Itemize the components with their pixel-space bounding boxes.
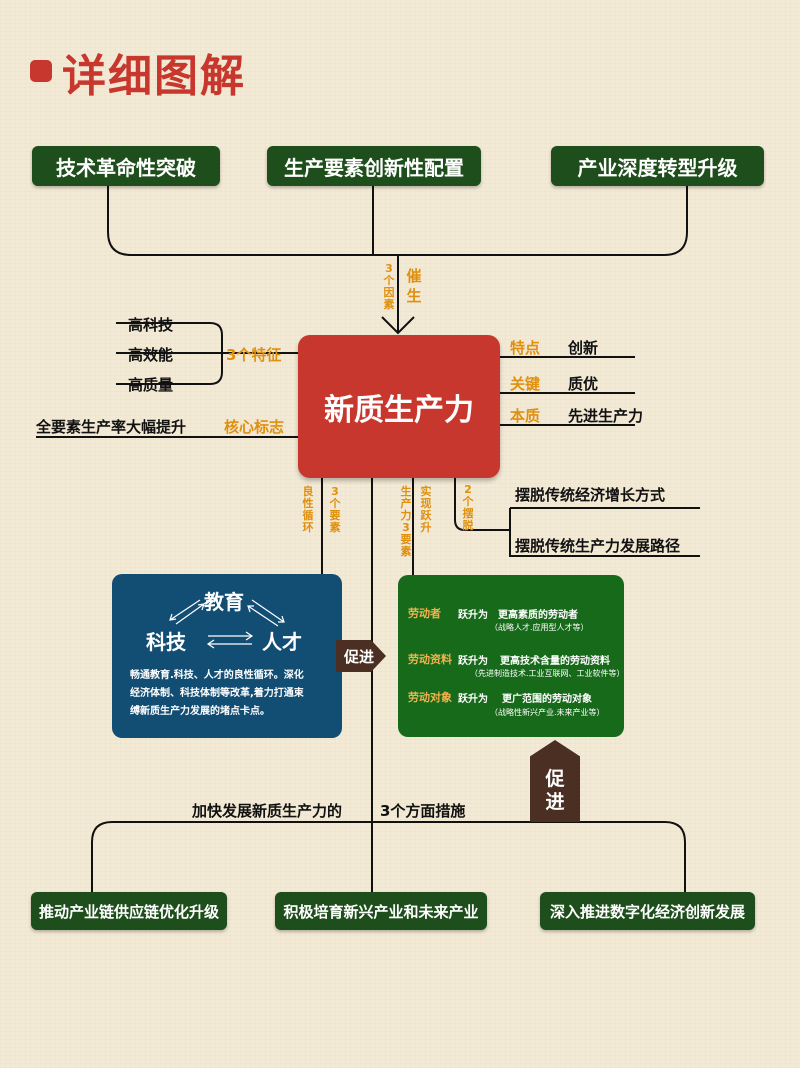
edu-tech-talent-panel: 教育 科技 人才 畅通教育.科技、人才的良性循环。深化 经济体制、科技体制等改革… — [112, 574, 342, 738]
measure-box-supply-chain: 推动产业链供应链优化升级 — [31, 892, 227, 930]
row-note-means: （先进制造技术.工业互联网、工业软件等） — [470, 669, 625, 678]
core-marker-value: 全要素生产率大幅提升 — [36, 418, 187, 436]
row-note-objects: （战略性新兴产业.未来产业等） — [490, 708, 605, 717]
promote-up-label: 促进 — [545, 768, 565, 813]
breakaway-label: 2个摆脱 — [462, 483, 474, 532]
cycle-arrows — [169, 599, 285, 649]
attr-value-innovation: 创新 — [568, 339, 599, 357]
attr-key-feature: 特点 — [510, 339, 541, 357]
row-target-means: 更高技术含量的劳动资料 — [500, 656, 610, 667]
center-node: 新质生产力 — [298, 335, 500, 478]
row-target-laborer: 更高素质的劳动者 — [498, 610, 578, 621]
attr-key-key: 关键 — [510, 375, 541, 393]
measures-heading-a: 加快发展新质生产力的 — [192, 802, 343, 820]
page-title: 详细图解 — [62, 51, 246, 102]
breakaway-path: 摆脱传统生产力发展路径 — [515, 537, 681, 555]
core-marker-label: 核心标志 — [224, 418, 285, 436]
attr-key-essence: 本质 — [510, 407, 541, 425]
breakaway-growth: 摆脱传统经济增长方式 — [515, 486, 666, 504]
factor-box-tech: 技术革命性突破 — [32, 146, 220, 186]
row-target-objects: 更广范围的劳动对象 — [502, 694, 592, 705]
factor-box-industry: 产业深度转型升级 — [551, 146, 764, 186]
three-elements-label: 3个要素 — [329, 485, 341, 534]
row-key-objects: 劳动对象 — [408, 691, 452, 704]
cycle-talent: 人才 — [262, 630, 302, 654]
cycle-education: 教育 — [204, 590, 244, 614]
attr-value-quality: 质优 — [568, 375, 599, 393]
measures-heading-b: 3个方面措施 — [380, 802, 466, 820]
blue-desc-line-1: 畅通教育.科技、人才的良性循环。深化 — [130, 670, 304, 681]
row-key-means: 劳动资料 — [408, 653, 452, 666]
feature-high-tech: 高科技 — [128, 316, 174, 334]
leap-label: 实现跃升 — [420, 485, 432, 534]
factor-box-allocation: 生产要素创新性配置 — [267, 146, 481, 186]
feature-high-quality: 高质量 — [128, 376, 174, 394]
catalyze-label: 催生 — [406, 267, 422, 305]
measure-box-digital-economy: 深入推进数字化经济创新发展 — [540, 892, 755, 930]
catalyze-count-label: 3个因素 — [383, 262, 395, 311]
productivity-elements-panel: 劳动者 跃升为 更高素质的劳动者 （战略人才.应用型人才等） 劳动资料 跃升为 … — [398, 575, 625, 737]
measure-box-emerging-industries: 积极培育新兴产业和未来产业 — [275, 892, 487, 930]
blue-desc-line-2: 经济体制、科技体制等改革,着力打通束 — [130, 688, 304, 699]
features-label: 3个特征 — [226, 346, 282, 364]
row-verb-objects: 跃升为 — [458, 694, 488, 705]
row-note-laborer: （战略人才.应用型人才等） — [490, 623, 589, 632]
title-marker — [30, 60, 52, 82]
productivity-elements-label: 生产力3要素 — [400, 485, 412, 558]
row-verb-laborer: 跃升为 — [458, 610, 488, 621]
row-key-laborer: 劳动者 — [408, 607, 441, 620]
feature-high-efficiency: 高效能 — [128, 346, 174, 364]
blue-desc-line-3: 缚新质生产力发展的堵点卡点。 — [130, 706, 270, 717]
promote-arrow-up: 促进 — [530, 740, 580, 822]
row-verb-means: 跃升为 — [458, 656, 488, 667]
cycle-tech: 科技 — [146, 630, 186, 654]
cycle-label: 良性循环 — [302, 485, 314, 534]
attr-value-advanced: 先进生产力 — [568, 407, 644, 425]
